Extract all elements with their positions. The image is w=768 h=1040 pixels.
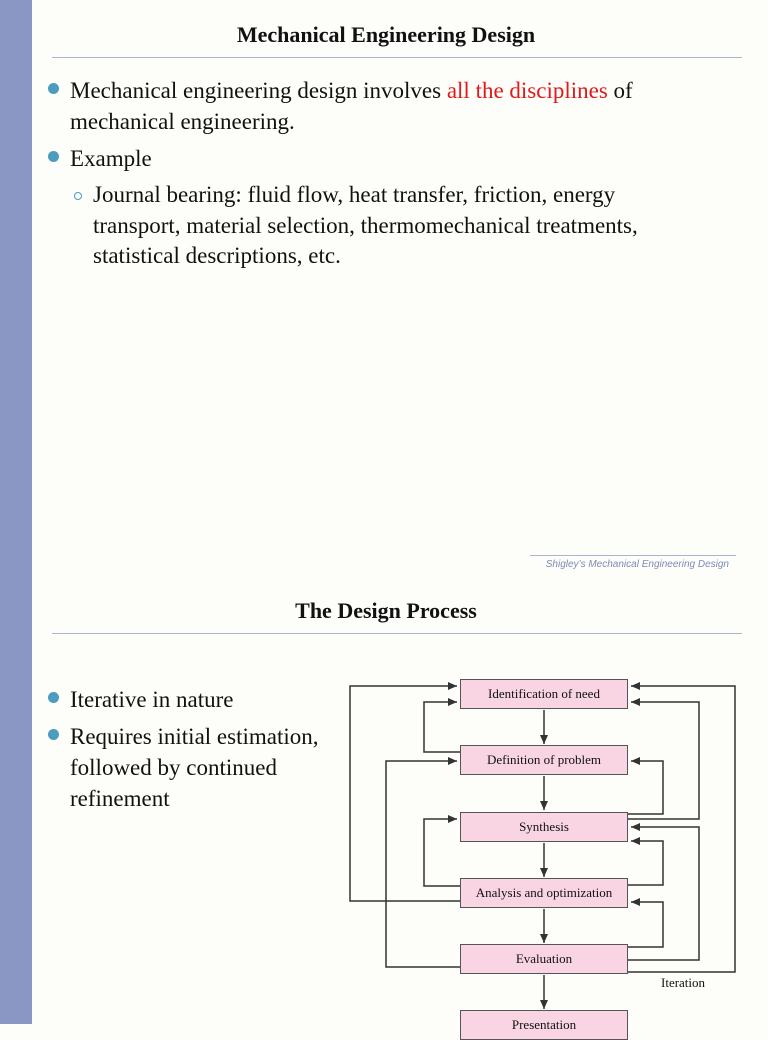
bullet-1-line-2: mechanical engineering. — [70, 109, 295, 134]
flow-box-definition: Definition of problem — [460, 745, 628, 775]
loop-evaluation-to-analysis — [628, 898, 664, 948]
slide-2: The Design Process Iterative in nature R… — [32, 578, 768, 1024]
sub-bullet-dot — [74, 192, 82, 200]
highlight-text: all the disciplines — [446, 78, 608, 103]
title-divider — [52, 633, 742, 634]
bullet-1: Mechanical engineering design involves a… — [70, 75, 740, 137]
flow-box-analysis: Analysis and optimization — [460, 878, 628, 908]
slide-1-title: Mechanical Engineering Design — [236, 22, 536, 47]
loop-analysis-to-need — [349, 682, 460, 902]
footer-divider — [530, 555, 736, 556]
title-divider — [52, 57, 742, 58]
sub-bullet-1: Journal bearing: fluid flow, heat transf… — [93, 182, 638, 268]
loop-analysis-to-synthesis — [423, 815, 460, 887]
left-accent-bar — [0, 0, 32, 1024]
bullet-dot — [48, 151, 59, 162]
bullet-iterative: Iterative in nature — [70, 687, 234, 712]
loop-evaluation-to-need — [628, 682, 736, 973]
loop-problem-to-need — [423, 698, 460, 753]
slide-2-title: The Design Process — [295, 598, 477, 623]
loop-evaluation-to-problem — [385, 757, 460, 968]
flow-box-identification: Identification of need — [460, 679, 628, 709]
loop-synthesis-to-need — [628, 698, 700, 820]
flow-box-presentation: Presentation — [460, 1010, 628, 1040]
bullet-1-line-1: Mechanical engineering design involves a… — [70, 78, 633, 103]
flow-box-synthesis: Synthesis — [460, 812, 628, 842]
flow-box-evaluation: Evaluation — [460, 944, 628, 974]
slide-1: Mechanical Engineering Design Mechanical… — [32, 0, 768, 578]
loop-analysis-to-synthesis-right — [628, 837, 664, 886]
bullet-dot — [48, 692, 59, 703]
bullet-dot — [48, 83, 59, 94]
bullet-2: Example — [70, 146, 152, 171]
bullet-dot — [48, 729, 59, 740]
iteration-label: Iteration — [661, 975, 706, 990]
footer-source: Shigley’s Mechanical Engineering Design — [545, 559, 729, 570]
loop-evaluation-to-synthesis — [628, 823, 700, 961]
bullet-estimation: Requires initial estimation, followed by… — [70, 724, 319, 811]
loop-synthesis-to-problem — [628, 757, 664, 815]
